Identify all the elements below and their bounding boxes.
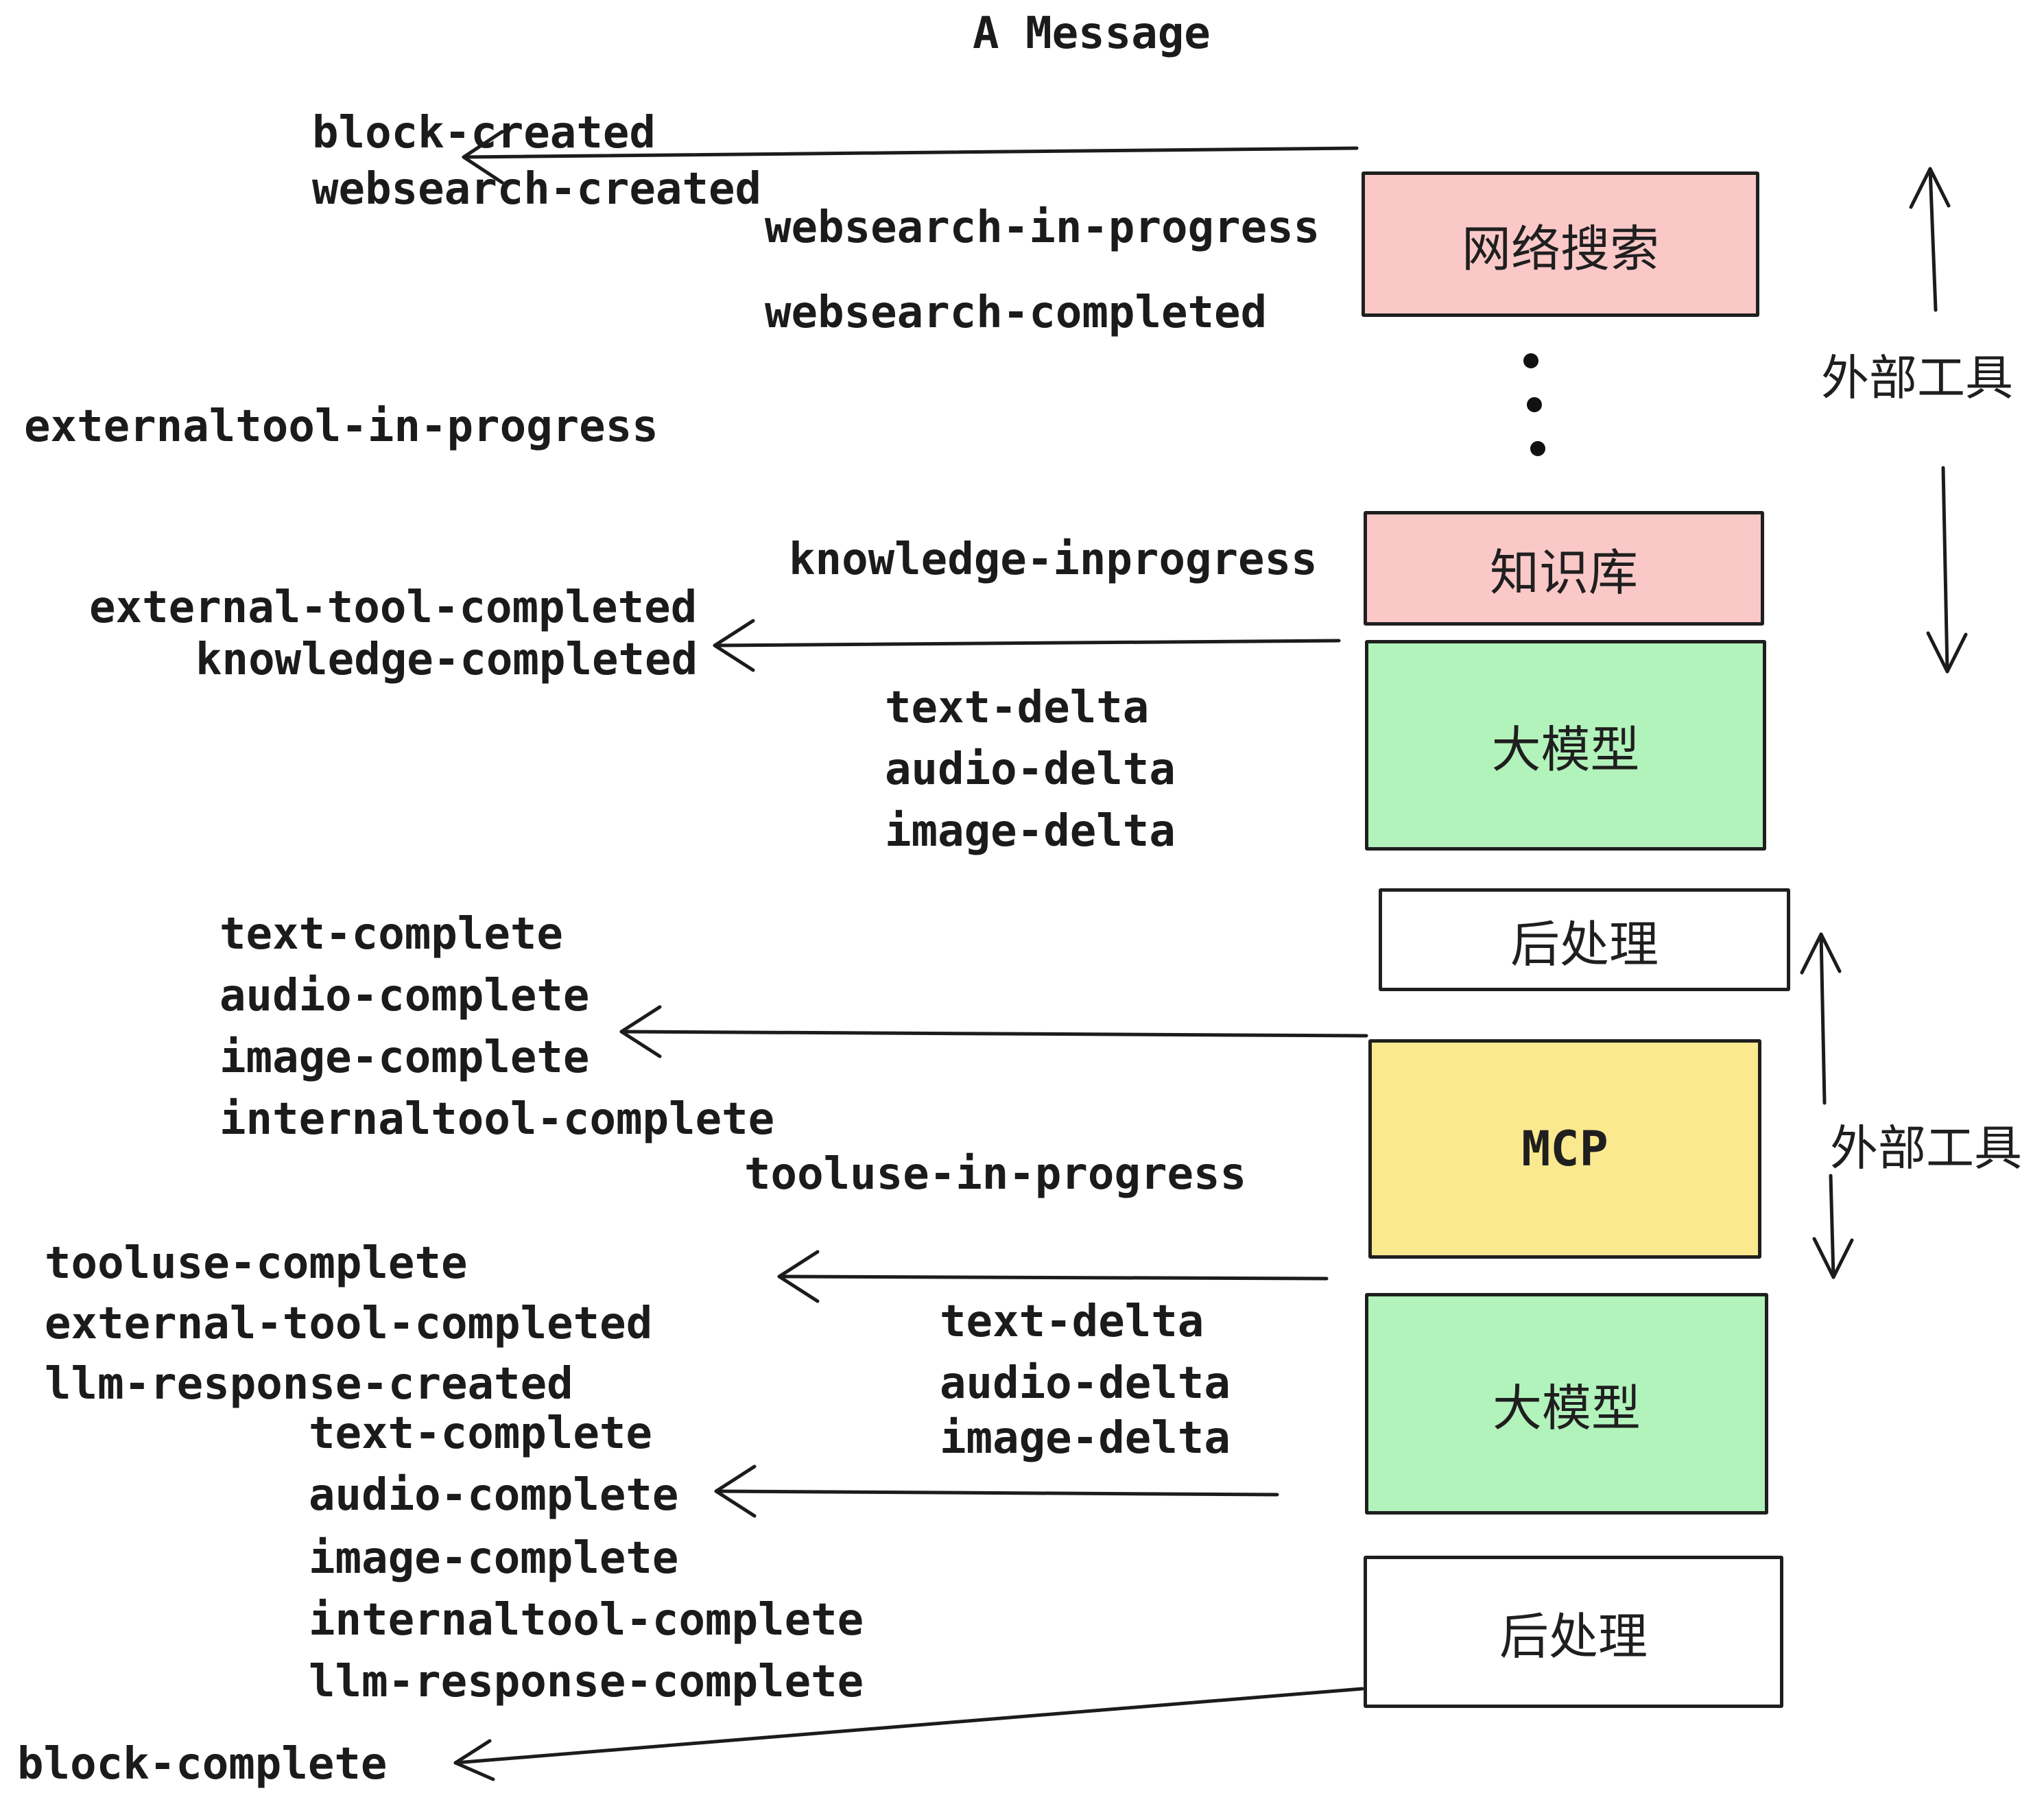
- box-postprocess-1-label: 后处理: [1510, 917, 1659, 973]
- event-tooluse-in-progress: tooluse-in-progress: [744, 1149, 1247, 1200]
- event-audio-complete: audio-complete: [219, 971, 590, 1021]
- event-audio-delta: audio-delta: [885, 744, 1176, 795]
- event-llm-response-complete: llm-response-complete: [309, 1657, 864, 1707]
- arrow-llm1-to-knowledge-completed: [713, 619, 1341, 672]
- arrow-llm2-to-tooluse-complete: [777, 1250, 1329, 1303]
- event-text-complete: text-complete: [219, 909, 563, 960]
- box-postprocess-2: 后处理: [1364, 1556, 1783, 1708]
- event-external-tool-completed: external-tool-completed: [89, 582, 698, 633]
- event-image-delta-2: image-delta: [940, 1413, 1231, 1464]
- event-knowledge-inprogress: knowledge-inprogress: [789, 534, 1318, 585]
- event-internaltool-complete: internaltool-complete: [219, 1094, 775, 1145]
- external-tools-label-mcp: 外部工具: [1830, 1121, 2022, 1175]
- arrow-llm2-to-audio-complete: [714, 1464, 1279, 1518]
- event-text-complete-2: text-complete: [309, 1408, 652, 1459]
- box-websearch-label: 网络搜索: [1461, 222, 1659, 277]
- event-llm-response-created: llm-response-created: [45, 1359, 573, 1410]
- event-external-tool-completed-2: external-tool-completed: [45, 1298, 653, 1349]
- double-arrow-external-tools-top: [1909, 167, 1968, 674]
- event-internaltool-complete-2: internaltool-complete: [309, 1595, 864, 1646]
- box-llm-2: 大模型: [1365, 1293, 1768, 1515]
- double-arrow-external-tools-mcp: [1800, 932, 1854, 1279]
- event-knowledge-completed: knowledge-completed: [195, 634, 698, 685]
- ellipsis-dot: [1530, 441, 1545, 456]
- event-websearch-created: websearch-created: [312, 164, 762, 215]
- box-llm-1: 大模型: [1365, 640, 1766, 851]
- external-tools-label-top: 外部工具: [1821, 351, 2013, 405]
- event-block-created: block-created: [312, 108, 656, 158]
- event-image-complete-2: image-complete: [309, 1533, 679, 1584]
- ellipsis-dot: [1523, 353, 1538, 368]
- event-externaltool-in-progress: externaltool-in-progress: [24, 401, 658, 452]
- box-mcp-label: MCP: [1521, 1121, 1608, 1177]
- box-knowledge: 知识库: [1364, 511, 1764, 626]
- event-image-delta: image-delta: [885, 806, 1176, 857]
- event-websearch-in-progress: websearch-in-progress: [765, 202, 1320, 253]
- event-text-delta: text-delta: [885, 683, 1150, 733]
- box-websearch: 网络搜索: [1362, 171, 1759, 317]
- event-text-delta-2: text-delta: [940, 1296, 1204, 1347]
- arrow-mcp-to-image-complete: [619, 1005, 1368, 1058]
- box-llm-1-label: 大模型: [1491, 723, 1640, 778]
- box-llm-2-label: 大模型: [1492, 1381, 1641, 1436]
- box-postprocess-2-label: 后处理: [1499, 1609, 1648, 1665]
- box-mcp: MCP: [1368, 1039, 1761, 1259]
- event-block-complete: block-complete: [17, 1739, 388, 1790]
- event-audio-delta-2: audio-delta: [940, 1358, 1231, 1409]
- event-audio-complete-2: audio-complete: [309, 1470, 679, 1521]
- event-image-complete: image-complete: [219, 1032, 590, 1083]
- box-knowledge-label: 知识库: [1489, 546, 1638, 601]
- box-postprocess-1: 后处理: [1379, 888, 1790, 991]
- page-title: A Message: [973, 8, 1211, 59]
- event-websearch-completed: websearch-completed: [765, 287, 1268, 338]
- ellipsis-dot: [1527, 397, 1542, 412]
- event-tooluse-complete: tooluse-complete: [45, 1238, 468, 1289]
